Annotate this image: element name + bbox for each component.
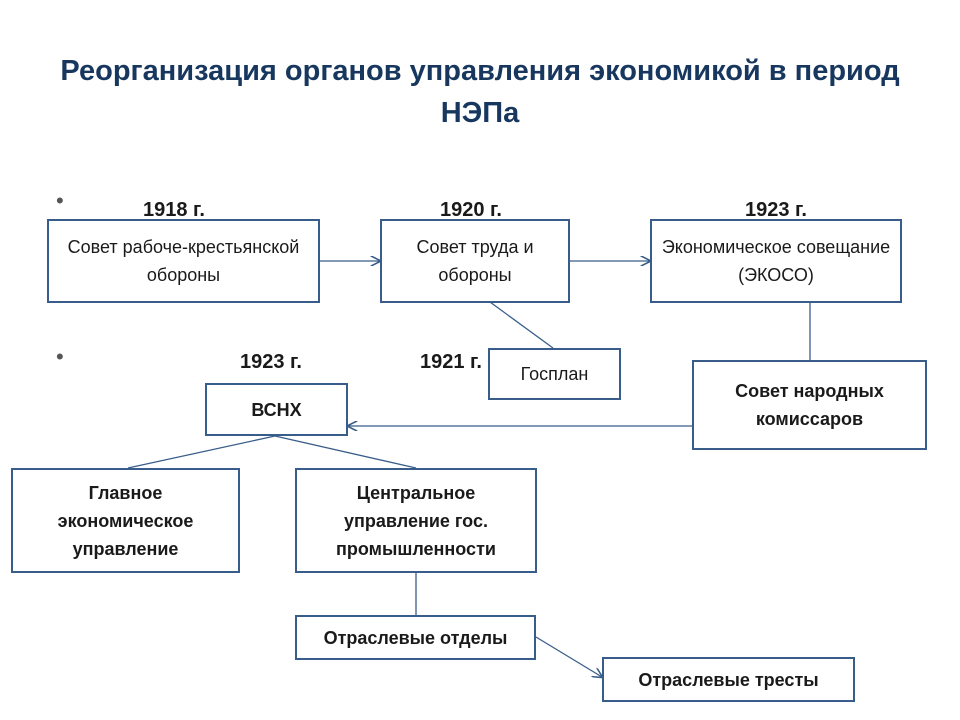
- box-otraslevye-otdely: Отраслевые отделы: [295, 615, 536, 660]
- box-ekoso: Экономическое совещание (ЭКОСО): [650, 219, 902, 303]
- box-gosplan: Госплан: [488, 348, 621, 400]
- bullet-2: •: [56, 344, 64, 369]
- box-snk: Совет народных комиссаров: [692, 360, 927, 450]
- line-sto-gosplan: [489, 301, 554, 349]
- year-1920: 1920 г.: [440, 199, 502, 221]
- slide-title: Реорганизация органов управления экономи…: [60, 55, 900, 129]
- year-1923-vsnh: 1923 г.: [240, 351, 302, 373]
- box-geu: Главное экономическое управление: [11, 468, 240, 573]
- year-1918: 1918 г.: [143, 199, 205, 221]
- box-otraslevye-tresty: Отраслевые тресты: [602, 657, 855, 702]
- line-vsnh-cugp: [274, 435, 417, 469]
- line-vsnh-geu: [127, 435, 276, 469]
- year-1921-gosplan: 1921 г.: [420, 351, 482, 373]
- box-cugp: Центральное управление гос. промышленнос…: [295, 468, 537, 573]
- box-sovet-rko: Совет рабоче-крестьянской обороны: [47, 219, 320, 303]
- arrow-otd-to-tresty: [535, 636, 602, 677]
- bullet-1: •: [56, 188, 64, 213]
- box-sto: Совет труда и обороны: [380, 219, 570, 303]
- year-1923-ekoso: 1923 г.: [745, 199, 807, 221]
- box-vsnh: ВСНХ: [205, 383, 348, 436]
